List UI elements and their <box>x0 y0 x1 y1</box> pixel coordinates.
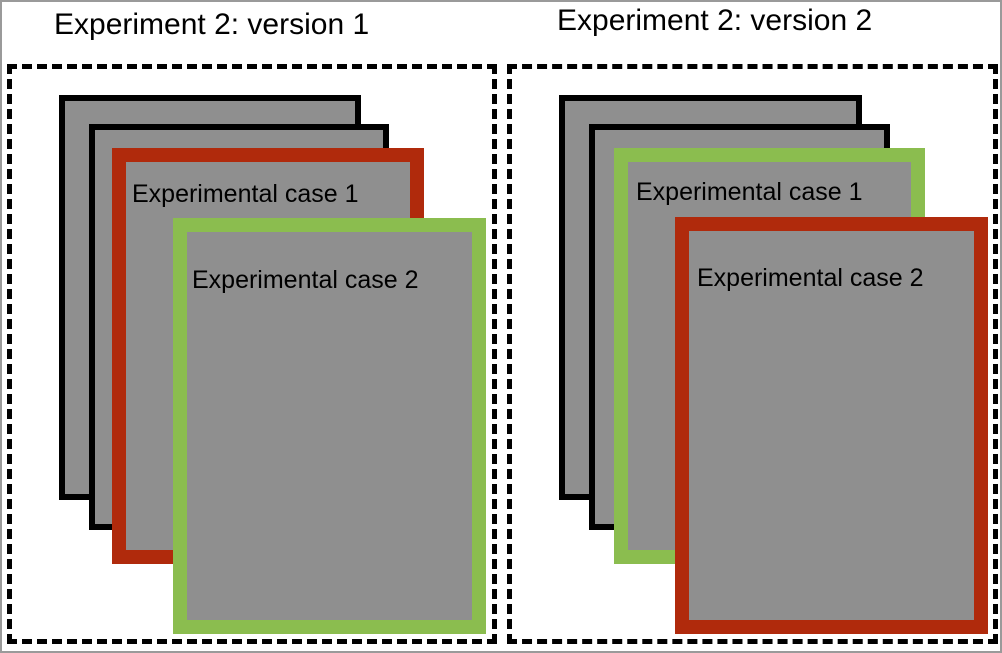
version-1-case-2-label: Experimental case 2 <box>192 266 419 294</box>
version-2-case-2-label: Experimental case 2 <box>697 264 924 292</box>
version-2-case-2-card <box>675 217 988 634</box>
version-1-case-1-label: Experimental case 1 <box>132 180 359 208</box>
version-1-title: Experiment 2: version 1 <box>54 8 370 41</box>
version-2-panel <box>507 64 998 644</box>
version-1-panel <box>7 64 497 644</box>
version-2-case-1-label: Experimental case 1 <box>636 178 863 206</box>
version-2-title: Experiment 2: version 2 <box>557 4 873 37</box>
version-1-case-2-card <box>173 218 486 634</box>
